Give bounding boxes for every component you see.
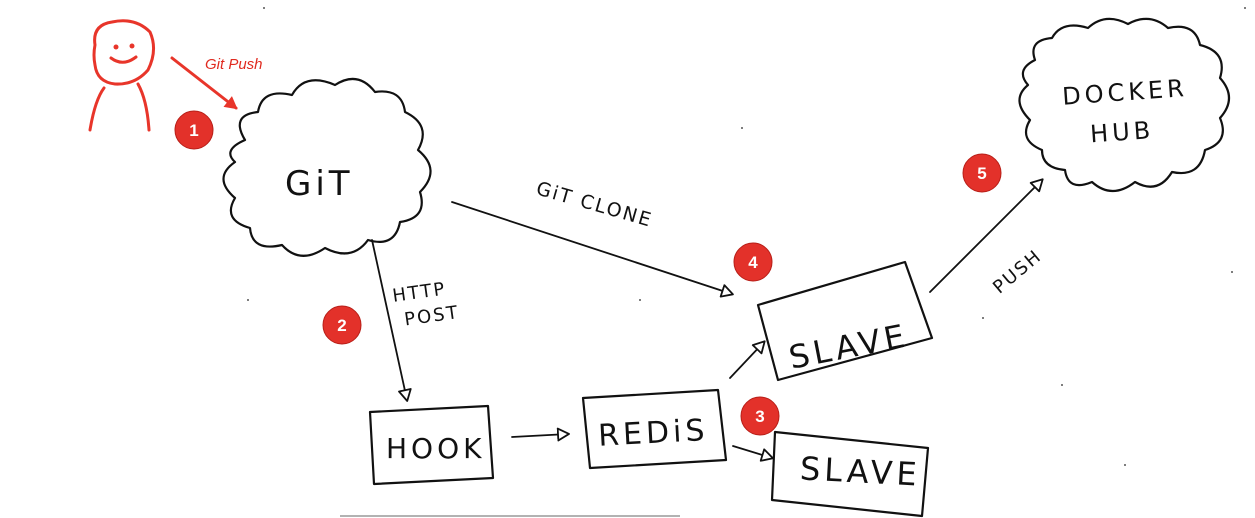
svg-text:5: 5 [977,164,986,183]
git-node-label: GiT [285,164,354,204]
git-clone-arrow [451,201,734,298]
step-badge-5: 5 [962,153,1002,193]
step-badge-3: 3 [740,396,780,436]
step-badge-1: 1 [174,110,214,150]
docker-hub-label-line2: HUB [1089,116,1155,148]
scan-specks [247,7,1246,466]
hook-node-label: HOOK [386,432,486,465]
http-post-arrow [371,239,412,402]
hook-box [368,404,495,486]
step-badge-4: 4 [733,242,773,282]
git-cloud [222,77,432,257]
svg-text:1: 1 [189,121,198,140]
svg-text:4: 4 [748,253,758,272]
docker-hub-label-line1: DOCKER [1061,74,1188,111]
step-badge-2: 2 [322,305,362,345]
push-label: PUSH [989,245,1046,298]
git-push-label: Git Push [205,56,263,73]
svg-text:3: 3 [755,407,764,426]
redis-to-slave-top-arrow [729,340,766,379]
svg-text:2: 2 [337,316,346,335]
git-push-arrow [170,56,238,110]
redis-to-slave-bottom-arrow [732,445,774,462]
push-arrow [929,178,1044,293]
http-post-label-line1: HTTP [391,278,447,306]
hook-to-redis-arrow [511,427,570,442]
slave-bottom-label: SLAVE [799,449,922,493]
docker-hub-cloud [1018,17,1231,193]
slave-top-label: SLAVE [786,316,912,376]
git-clone-label: GiT CLONE [534,178,655,232]
redis-box [581,388,728,470]
stick-figure-icon [88,19,155,132]
slave-top-box [756,260,934,382]
slave-bottom-box [770,430,930,518]
http-post-label-line2: POST [403,302,461,331]
redis-node-label: REDiS [597,413,709,454]
